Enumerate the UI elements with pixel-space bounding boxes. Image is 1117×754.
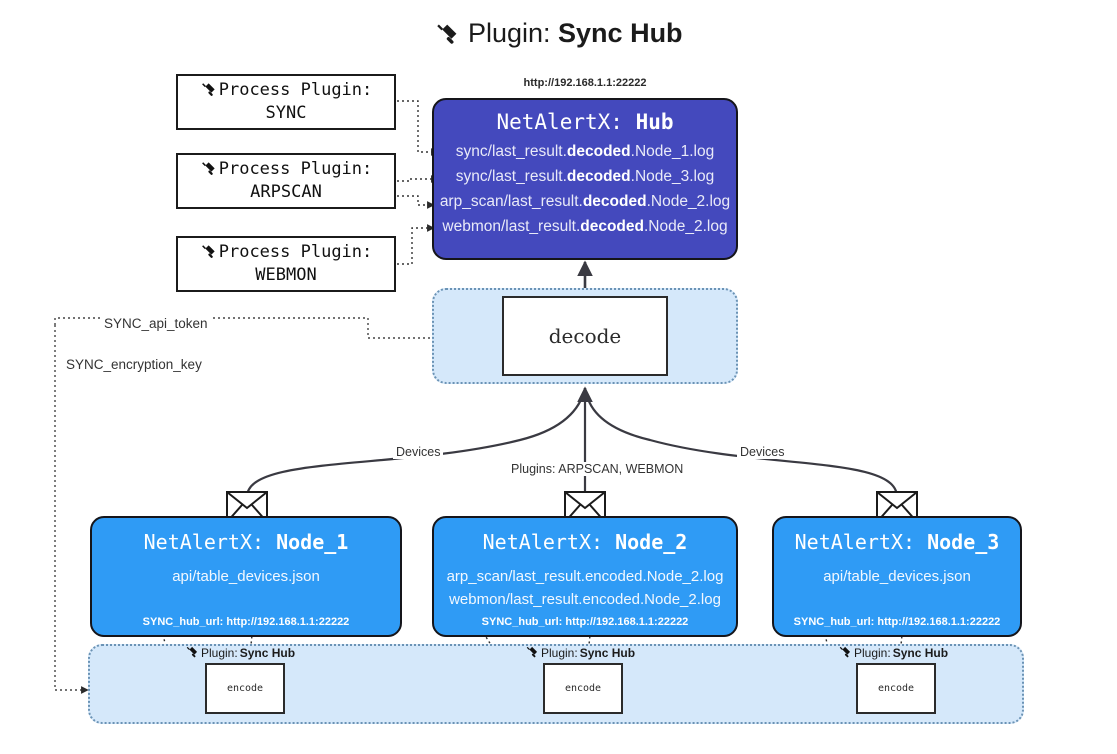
node-line: arp_scan/last_result.encoded.Node_2.log — [446, 568, 724, 585]
hub-log-line: webmon/last_result.decoded.Node_2.log — [442, 218, 728, 236]
node-title: NetAlertX: Node_1 — [143, 530, 349, 554]
hub-url-label: http://192.168.1.1:22222 — [523, 77, 647, 89]
node-line: webmon/last_result.encoded.Node_2.log — [449, 591, 721, 608]
process-plugin-name: WEBMON — [255, 265, 317, 285]
plug-icon — [200, 158, 217, 181]
edge-label-devices-left: Devices — [393, 445, 444, 459]
plug-icon — [200, 79, 217, 102]
node-line: api/table_devices.json — [823, 568, 971, 585]
node-line: api/table_devices.json — [172, 568, 320, 585]
node-box-node-3[interactable]: NetAlertX: Node_3 api/table_devices.json… — [772, 516, 1022, 637]
node-hub-url: SYNC_hub_url: http://192.168.1.1:22222 — [142, 616, 350, 628]
edge-label-plugins: Plugins: ARPSCAN, WEBMON — [508, 462, 687, 476]
encode-box-node-3[interactable]: encode — [856, 663, 936, 714]
process-plugin-box-webmon[interactable]: Process Plugin: WEBMON — [176, 236, 396, 292]
plug-icon — [838, 645, 852, 660]
plug-icon — [185, 645, 199, 660]
node-hub-url: SYNC_hub_url: http://192.168.1.1:22222 — [481, 616, 689, 628]
page-title-prefix: Plugin: — [467, 18, 551, 48]
plug-icon — [434, 19, 460, 50]
node-title: NetAlertX: Node_3 — [794, 530, 1000, 554]
process-plugin-label: Process Plugin: — [218, 242, 373, 263]
decode-box[interactable]: decode — [502, 296, 668, 376]
hub-title: NetAlertX: Hub — [496, 110, 674, 134]
hub-log-line: arp_scan/last_result.decoded.Node_2.log — [439, 193, 731, 211]
node-box-node-1[interactable]: NetAlertX: Node_1 api/table_devices.json… — [90, 516, 402, 637]
hub-log-line: sync/last_result.decoded.Node_3.log — [455, 168, 715, 186]
encoder-plugin-tag: Plugin:Sync Hub — [838, 645, 948, 660]
sync-api-token-label: SYNC_api_token — [100, 316, 212, 331]
edge-label-devices-right: Devices — [737, 445, 788, 459]
plug-icon — [525, 645, 539, 660]
node-title: NetAlertX: Node_2 — [482, 530, 688, 554]
hub-box[interactable]: NetAlertX: Hub sync/last_result.decoded.… — [432, 98, 738, 260]
process-plugin-label: Process Plugin: — [218, 159, 373, 180]
hub-log-line: sync/last_result.decoded.Node_1.log — [455, 143, 715, 160]
encode-box-node-2[interactable]: encode — [543, 663, 623, 714]
process-plugin-name: SYNC — [265, 103, 307, 123]
encoder-plugin-tag: Plugin:Sync Hub — [525, 645, 635, 660]
node-hub-url: SYNC_hub_url: http://192.168.1.1:22222 — [793, 616, 1001, 628]
page-title-name: Sync Hub — [558, 18, 683, 48]
page-title: Plugin: Sync Hub — [0, 18, 1117, 50]
encoder-plugin-tag: Plugin:Sync Hub — [185, 645, 295, 660]
sync-encryption-key-label: SYNC_encryption_key — [62, 357, 206, 372]
process-plugin-box-sync[interactable]: Process Plugin: SYNC — [176, 74, 396, 130]
process-plugin-label: Process Plugin: — [218, 80, 373, 101]
plug-icon — [200, 241, 217, 264]
process-plugin-box-arpscan[interactable]: Process Plugin: ARPSCAN — [176, 153, 396, 209]
encode-box-node-1[interactable]: encode — [205, 663, 285, 714]
process-plugin-name: ARPSCAN — [250, 182, 322, 202]
node-box-node-2[interactable]: NetAlertX: Node_2 arp_scan/last_result.e… — [432, 516, 738, 637]
